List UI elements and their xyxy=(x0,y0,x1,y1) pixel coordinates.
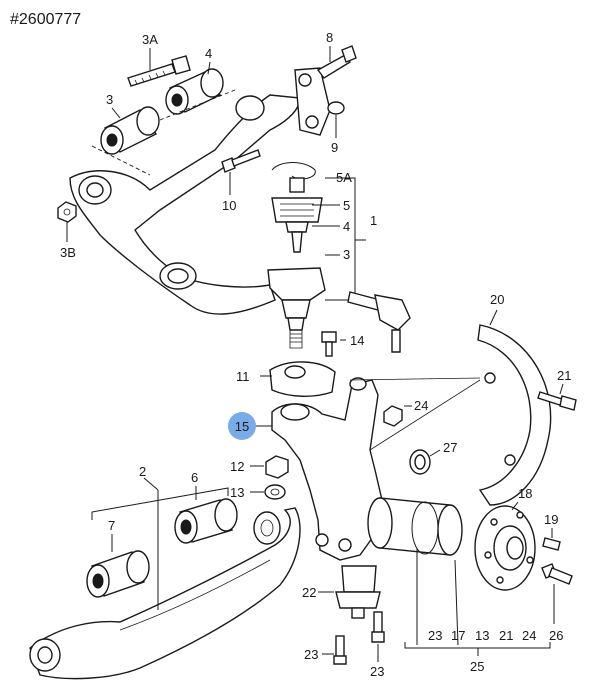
steering-knuckle-15 xyxy=(271,377,383,561)
upper-control-arm xyxy=(69,94,301,315)
callout-10: 10 xyxy=(222,198,236,213)
callout-27: 27 xyxy=(443,440,457,455)
callout-14: 14 xyxy=(350,333,364,348)
callout-5a: 5A xyxy=(336,170,352,185)
splash-shield-20 xyxy=(477,324,552,506)
callout-4-mid: 4 xyxy=(343,219,350,234)
nut-12 xyxy=(265,455,289,479)
bolt-19 xyxy=(542,537,561,551)
ball-joint-assembly xyxy=(267,162,326,349)
bottom-label-2: 13 xyxy=(475,628,489,643)
callout-11: 11 xyxy=(236,369,250,384)
bolt-14 xyxy=(321,331,337,357)
callout-1: 1 xyxy=(370,213,377,228)
reference-number: #2600777 xyxy=(10,11,81,28)
callout-24: 24 xyxy=(414,398,428,413)
callout-8: 8 xyxy=(326,30,333,45)
nut-3b xyxy=(57,201,77,223)
bottom-label-4: 24 xyxy=(522,628,536,643)
callout-4-top: 4 xyxy=(205,46,212,61)
callout-12: 12 xyxy=(230,459,244,474)
callout-26-side: 26 xyxy=(549,628,563,643)
nut-24 xyxy=(383,405,403,427)
bolt-3a xyxy=(127,55,191,87)
callout-15: 15 xyxy=(235,419,249,434)
wheel-bearing xyxy=(367,497,463,556)
bolt-21 xyxy=(537,391,577,411)
callout-7: 7 xyxy=(108,518,115,533)
bolt-26 xyxy=(541,563,573,585)
bottom-group-label: 25 xyxy=(470,659,484,674)
tie-rod-end xyxy=(347,291,411,353)
ring-27 xyxy=(409,449,431,475)
callout-3b: 3B xyxy=(60,245,76,260)
shield-11 xyxy=(269,361,336,397)
circlip-17 xyxy=(411,501,439,555)
bushing-6 xyxy=(174,498,238,544)
callout-9: 9 xyxy=(331,140,338,155)
callout-3a: 3A xyxy=(142,32,158,47)
callout-5: 5 xyxy=(343,198,350,213)
callout-3-mid: 3 xyxy=(343,247,350,262)
bolt-23-left xyxy=(333,635,347,665)
lower-control-arm xyxy=(29,507,301,680)
bottom-label-0: 23 xyxy=(428,628,442,643)
bottom-label-1: 17 xyxy=(451,628,465,643)
bottom-label-3: 21 xyxy=(499,628,513,643)
bushing-4 xyxy=(165,68,224,115)
callout-18: 18 xyxy=(518,486,532,501)
bolt-23-right xyxy=(371,611,385,643)
wheel-hub-18 xyxy=(474,505,536,591)
callout-19: 19 xyxy=(544,512,558,527)
callout-23-left: 23 xyxy=(304,647,318,662)
washer-13 xyxy=(264,484,286,500)
callout-13: 13 xyxy=(230,485,244,500)
callout-3-top: 3 xyxy=(106,92,113,107)
callout-20: 20 xyxy=(490,292,504,307)
callout-21: 21 xyxy=(557,368,571,383)
callout-23-bottom: 23 xyxy=(370,664,384,679)
bracket-8 xyxy=(294,45,357,136)
lower-ball-joint-22 xyxy=(335,565,381,619)
bushing-7 xyxy=(86,550,150,598)
callout-6: 6 xyxy=(191,470,198,485)
highlight-marker-15: 15 xyxy=(228,412,256,440)
bushing-3 xyxy=(100,106,160,155)
callout-2: 2 xyxy=(139,464,146,479)
callout-22: 22 xyxy=(302,585,316,600)
bolt-10 xyxy=(221,149,261,173)
